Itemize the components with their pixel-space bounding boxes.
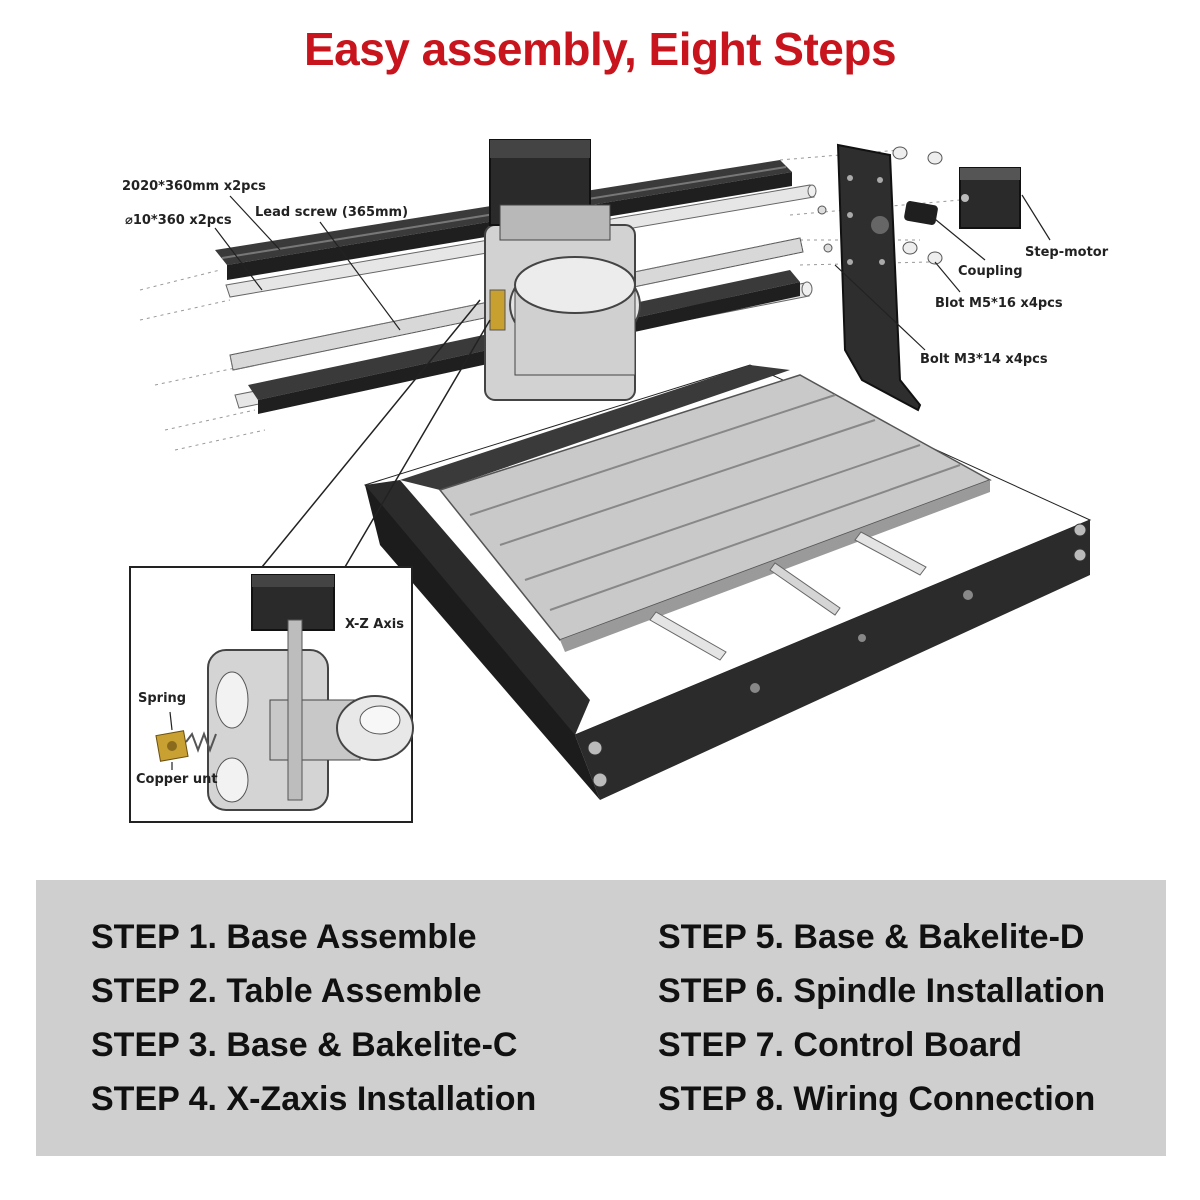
step-2: STEP 2. Table Assemble bbox=[91, 972, 482, 1010]
steps-panel: STEP 1. Base Assemble STEP 2. Table Asse… bbox=[36, 880, 1166, 1156]
label-copper-nut: Copper unt bbox=[136, 772, 218, 787]
steps-column-left: STEP 1. Base Assemble STEP 2. Table Asse… bbox=[91, 910, 536, 1126]
callout-leaders bbox=[169, 194, 1051, 770]
detail-inset bbox=[129, 299, 491, 823]
label-rod: ⌀10*360 x2pcs bbox=[125, 213, 232, 228]
step-3: STEP 3. Base & Bakelite-C bbox=[91, 1026, 518, 1064]
bolts bbox=[817, 146, 943, 265]
page-title: Easy assembly, Eight Steps bbox=[303, 23, 897, 75]
label-spring: Spring bbox=[138, 691, 186, 706]
label-xz-axis: X-Z Axis bbox=[345, 617, 404, 632]
step-8: STEP 8. Wiring Connection bbox=[658, 1080, 1096, 1118]
label-extrusion: 2020*360mm x2pcs bbox=[122, 179, 266, 194]
xz-carriage bbox=[484, 139, 641, 401]
coupling bbox=[904, 201, 938, 225]
step-7: STEP 7. Control Board bbox=[658, 1026, 1022, 1064]
cnc-assembly-diagram: 2020*360mm x2pcs ⌀10*360 x2pcs Lead scre… bbox=[122, 139, 1109, 823]
label-lead-screw: Lead screw (365mm) bbox=[255, 205, 408, 220]
step-1: STEP 1. Base Assemble bbox=[91, 918, 477, 956]
label-coupling: Coupling bbox=[958, 264, 1023, 279]
side-plate bbox=[836, 143, 922, 412]
label-blot: Blot M5*16 x4pcs bbox=[935, 296, 1063, 311]
label-step-motor: Step-motor bbox=[1025, 245, 1109, 260]
step-6: STEP 6. Spindle Installation bbox=[658, 972, 1106, 1010]
label-bolt: Bolt M3*14 x4pcs bbox=[920, 352, 1048, 367]
step-5: STEP 5. Base & Bakelite-D bbox=[658, 918, 1085, 956]
callout-labels: 2020*360mm x2pcs ⌀10*360 x2pcs Lead scre… bbox=[122, 179, 1109, 787]
step-motor bbox=[959, 167, 1021, 229]
y-rods bbox=[649, 531, 927, 661]
steps-column-right: STEP 5. Base & Bakelite-D STEP 6. Spindl… bbox=[658, 910, 1105, 1126]
base-frame bbox=[364, 364, 1092, 800]
step-4: STEP 4. X-Zaxis Installation bbox=[91, 1080, 537, 1118]
